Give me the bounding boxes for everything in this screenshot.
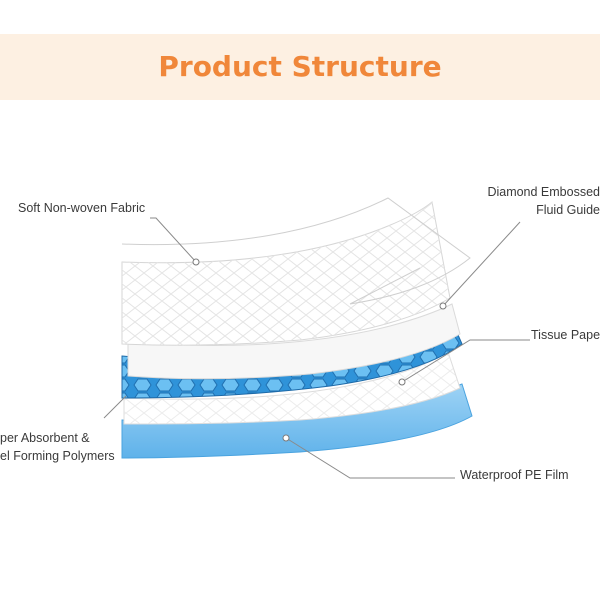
label-tissue: Tissue Paper [531, 328, 600, 342]
page-title: Product Structure [158, 50, 442, 83]
leader-film [285, 437, 455, 479]
leader-diamond [442, 221, 521, 307]
label-absorbent-line1: per Absorbent & [0, 431, 90, 445]
label-absorbent-line2: el Forming Polymers [0, 449, 115, 463]
marker-diamond [439, 302, 447, 310]
label-nonwoven: Soft Non-woven Fabric [18, 201, 146, 215]
layer-tissue-paper [127, 303, 461, 380]
leader-nonwoven [150, 217, 197, 263]
marker-tissue [398, 378, 406, 386]
label-absorbent: per Absorbent & el Forming Polymers [0, 430, 115, 464]
leader-tissue [401, 339, 530, 383]
label-diamond-line1: Diamond Embossed [487, 185, 600, 199]
title-banner: Product Structure [0, 34, 600, 100]
label-diamond: Diamond Embossed Fluid Guide [487, 184, 600, 218]
layer-peel-film [121, 197, 471, 305]
marker-nonwoven [192, 258, 200, 266]
marker-film [282, 434, 290, 442]
leader-absorbent [103, 395, 127, 419]
label-film: Waterproof PE Film [460, 468, 569, 482]
label-diamond-line2: Fluid Guide [536, 203, 600, 217]
